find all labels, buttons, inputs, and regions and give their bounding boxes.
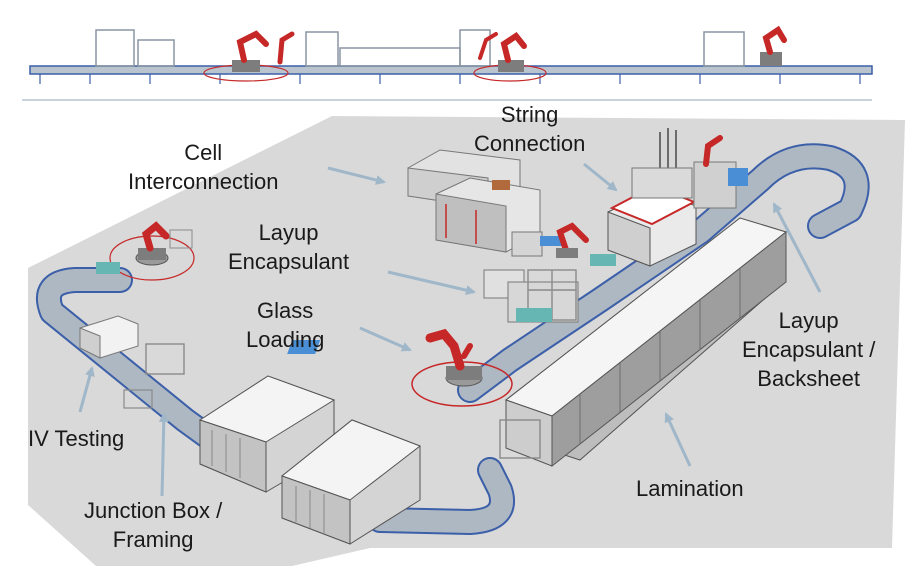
arrow-cell-interconnection xyxy=(327,166,386,185)
arrow-layup-encapsulant xyxy=(387,270,476,296)
arrow-layup-backsheet xyxy=(772,202,822,293)
framing-building xyxy=(280,419,422,545)
label-iv-testing: IV Testing xyxy=(28,426,125,451)
cell-interconnection-machine xyxy=(407,149,564,257)
overview-strip xyxy=(22,25,873,101)
robot-icon xyxy=(703,135,723,167)
annotation-arrows xyxy=(78,162,822,497)
arrow-lamination xyxy=(664,412,692,467)
overview-robot-icon xyxy=(203,30,295,82)
arrow-junction-box xyxy=(158,412,169,497)
arrow-iv-testing xyxy=(78,366,95,413)
lamination-building xyxy=(499,217,788,468)
layup-encapsulant-station xyxy=(483,269,579,323)
glass-loading-robot xyxy=(287,328,513,407)
arrow-string-connection xyxy=(583,162,618,192)
robot-icon xyxy=(556,222,616,266)
label-junction-box: Junction Box /Framing xyxy=(84,498,223,552)
arrow-glass-loading xyxy=(359,326,412,352)
robot-icon xyxy=(96,221,195,281)
label-lamination: Lamination xyxy=(636,476,744,501)
string-connection-cell xyxy=(607,128,748,267)
iv-testing-station xyxy=(79,315,185,409)
